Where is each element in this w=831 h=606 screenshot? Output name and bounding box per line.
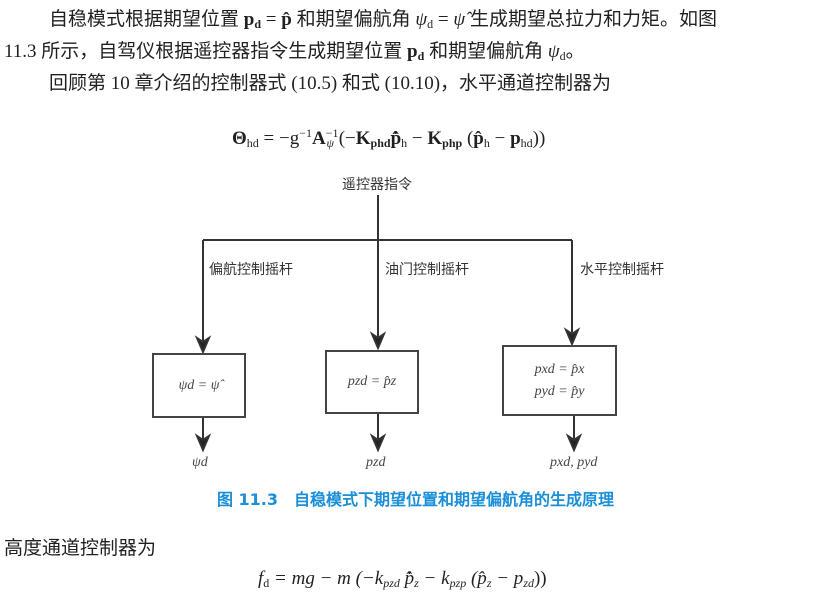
psi-symbol: ψd [415, 9, 434, 31]
text: 。 [565, 41, 585, 62]
throttle-stick-label: 油门控制摇杆 [385, 263, 469, 278]
yaw-stick-label: 偏航控制摇杆 [209, 263, 293, 278]
text: 11.3 所示，自驾仪根据遥控器指令生成期望位置 [4, 41, 408, 62]
text: 自稳模式根据期望位置 [49, 9, 244, 30]
yaw-output: ψd [192, 455, 208, 470]
psi-symbol: ψd [547, 41, 566, 63]
phat-symbol: p̂ [281, 9, 292, 30]
yaw-box: ψd = ψ̂ [152, 353, 246, 418]
horizontal-box: pxd = p̂x pyd = p̂y [502, 345, 617, 416]
text: 和期望偏航角 [291, 9, 416, 30]
box-text: pxd = p̂x [534, 361, 585, 377]
equation-altitude-controller: fd = mg − m (−kpzd p̂̇z − kpzp (p̂z − pz… [258, 568, 547, 590]
throttle-box: pzd = p̂z [325, 350, 419, 414]
throttle-output: pzd [366, 455, 386, 470]
paragraph-2: 11.3 所示，自驾仪根据遥控器指令生成期望位置 pd 和期望偏航角 ψd。 [4, 40, 585, 68]
psihat-symbol: ψ̂ [453, 9, 466, 30]
text: = [433, 9, 454, 30]
paragraph-1: 自稳模式根据期望位置 pd = p̂ 和期望偏航角 ψd = ψ̂ 生成期望总拉… [49, 8, 717, 36]
box-text: pzd = p̂z [347, 374, 397, 389]
text: = [261, 9, 282, 30]
box-text: ψd = ψ̂ [178, 377, 220, 393]
pd-symbol: pd [243, 9, 262, 31]
pd-symbol: pd [407, 41, 425, 63]
text: 生成期望总拉力和力矩。如图 [465, 9, 717, 30]
paragraph-4: 高度通道控制器为 [4, 538, 157, 559]
figure-caption: 图 11.3 自稳模式下期望位置和期望偏航角的生成原理 [216, 490, 615, 509]
paragraph-3: 回顾第 10 章介绍的控制器式 (10.5) 和式 (10.10)，水平通道控制… [49, 73, 612, 94]
equation-horizontal-controller: Θhd = −g−1A−1ψ (−Kphdp̂̇h − Kphp (p̂h − … [232, 126, 546, 150]
horizontal-output: pxd, pyd [550, 455, 598, 470]
source-label: 遥控器指令 [342, 178, 412, 193]
box-text: pyd = p̂y [534, 383, 585, 399]
horizontal-stick-label: 水平控制摇杆 [580, 263, 664, 278]
text: 和期望偏航角 [424, 41, 548, 62]
